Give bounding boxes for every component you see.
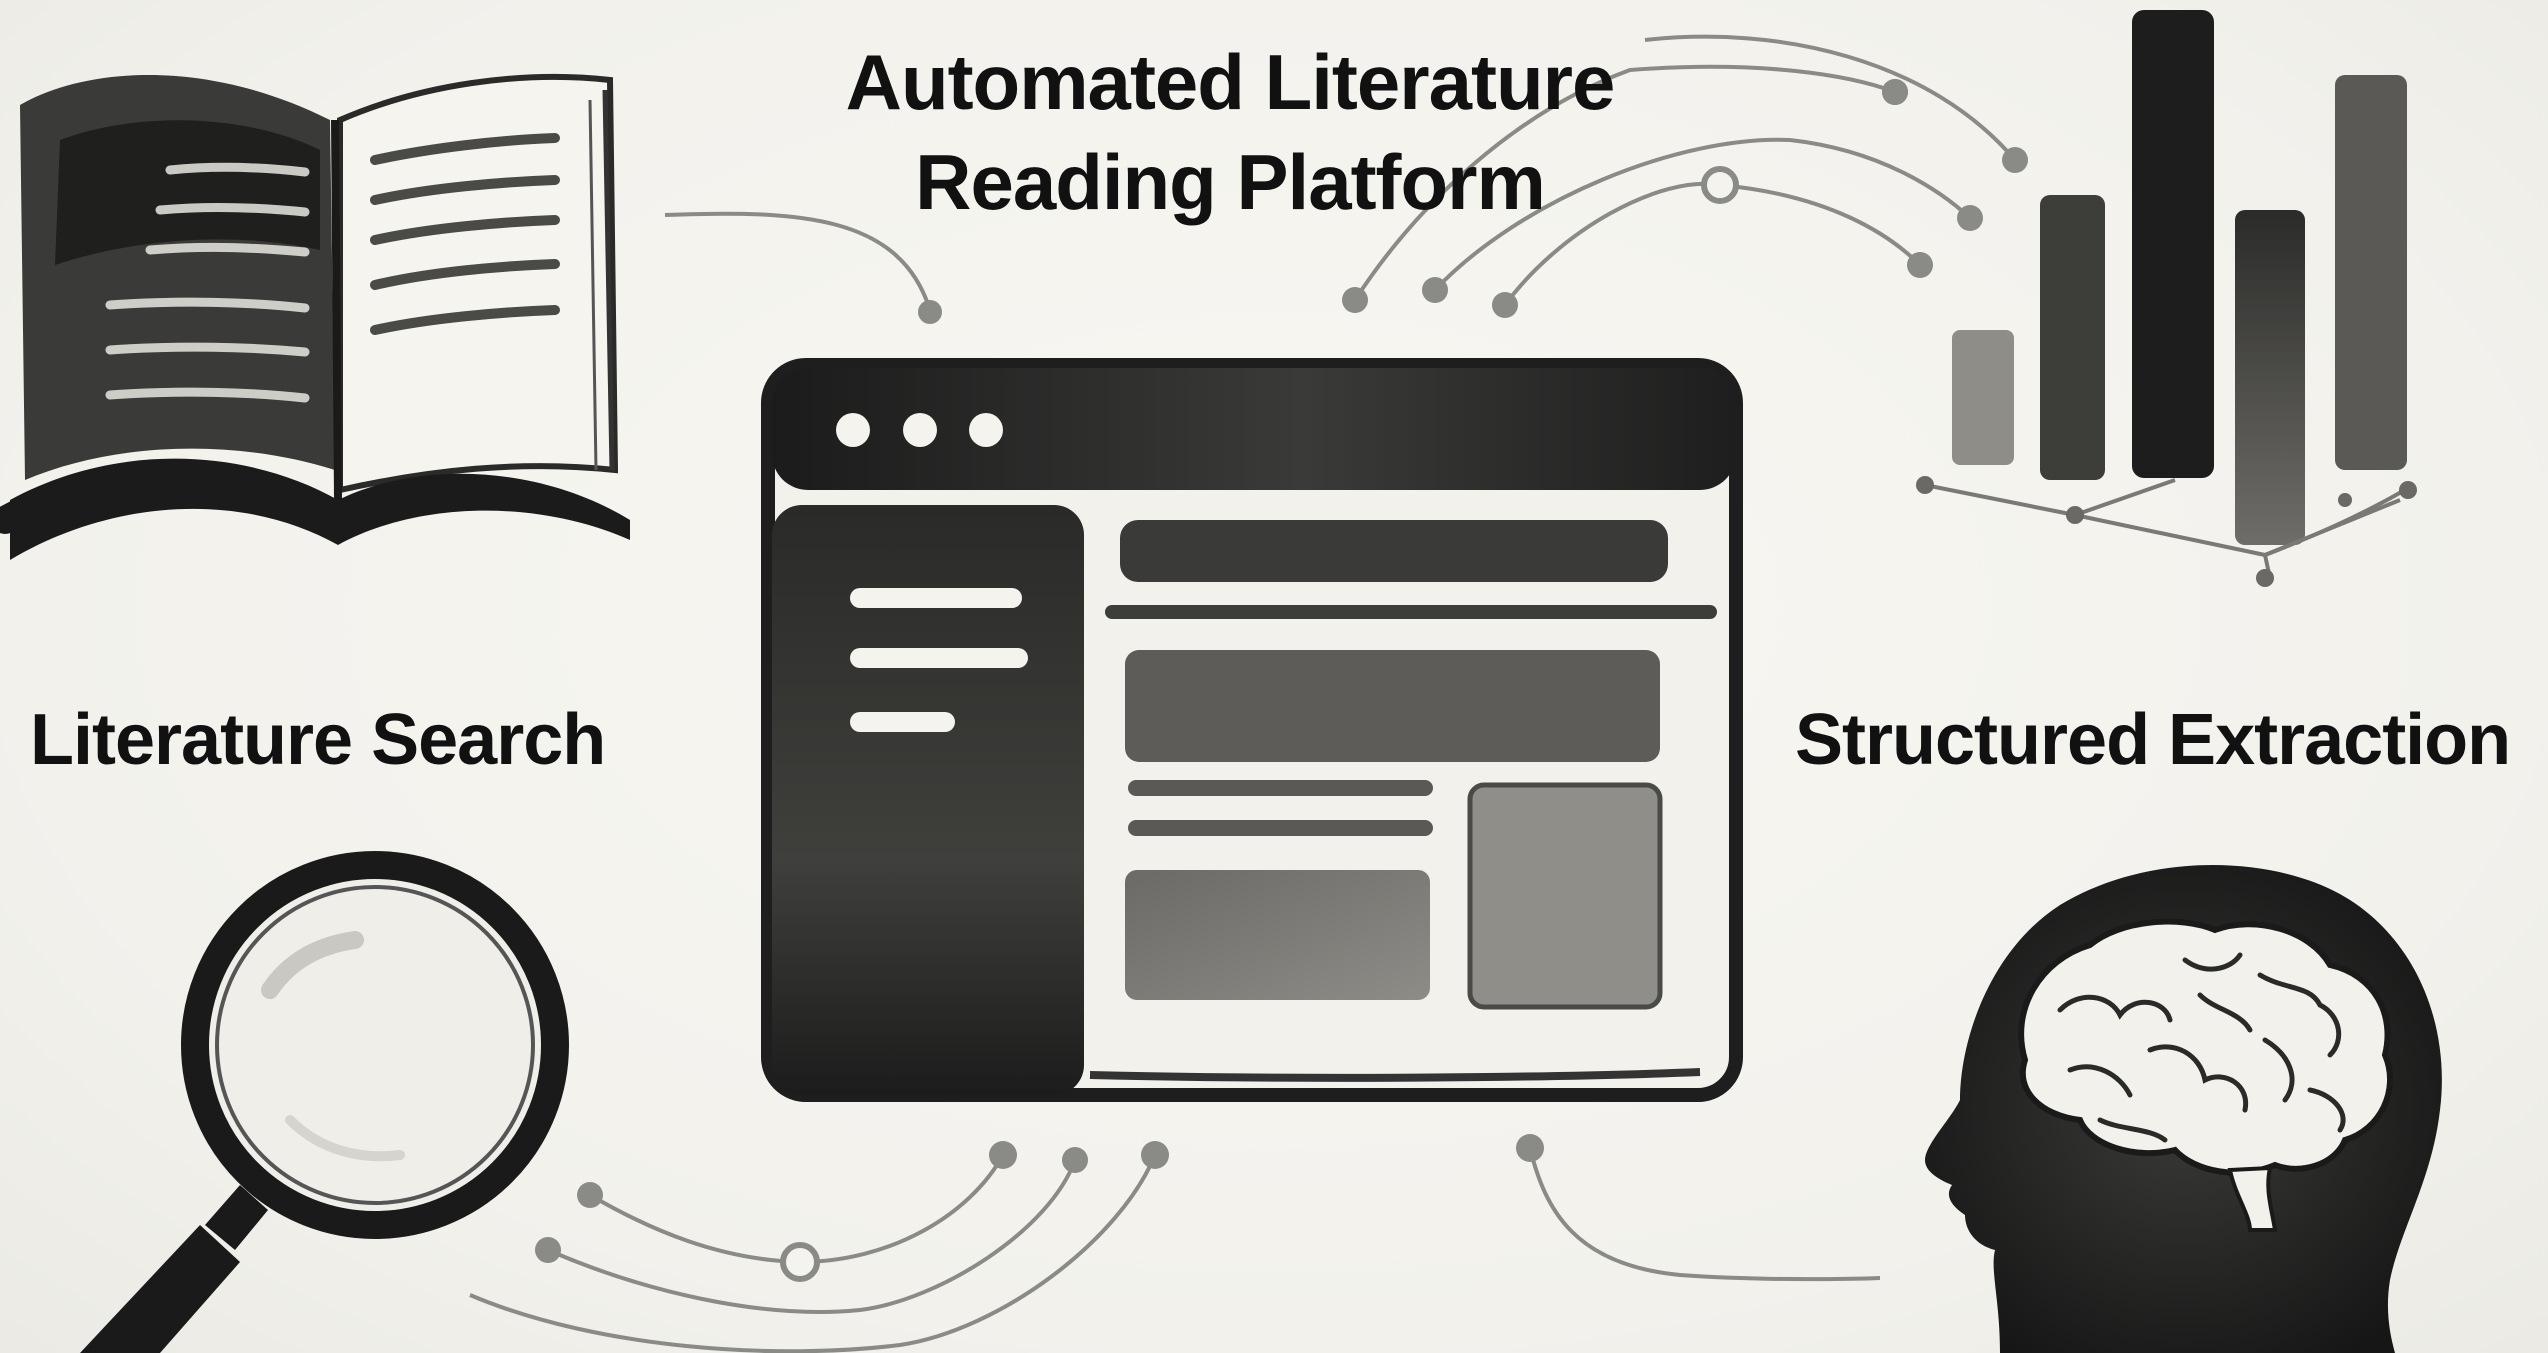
title-line-2: Reading Platform: [915, 138, 1546, 226]
label-structured-extraction: Structured Extraction: [1795, 700, 2511, 780]
connector-dots: [535, 79, 2028, 1263]
diagram-title: Automated Literature Reading Platform: [780, 32, 1680, 232]
browser-window-icon: [761, 358, 1743, 1102]
open-book-icon: [0, 74, 630, 560]
magnifying-glass-icon: [80, 851, 569, 1353]
bar-chart-icon: [1916, 10, 2417, 587]
human-brain-icon: [1925, 865, 2442, 1353]
connector-rings: [780, 166, 1739, 1282]
title-line-1: Automated Literature: [845, 38, 1616, 126]
label-literature-search: Literature Search: [30, 700, 606, 780]
